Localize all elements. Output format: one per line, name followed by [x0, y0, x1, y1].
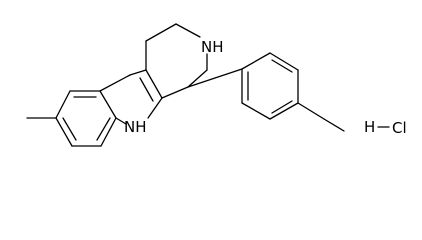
bond — [147, 97, 163, 119]
bond — [145, 23, 177, 42]
double-bond-inner — [96, 117, 111, 141]
methyl-bond-right — [297, 102, 325, 120]
tetrahydropyridine-ring — [145, 23, 208, 99]
bond — [99, 74, 131, 92]
double-bond-inner — [62, 117, 77, 141]
benzene-ring-indole — [55, 74, 131, 147]
bond — [55, 117, 73, 147]
bond — [145, 69, 163, 99]
indole-nh-label: NH — [124, 118, 147, 136]
bond — [269, 102, 299, 120]
bond — [100, 117, 117, 147]
bond — [241, 52, 271, 70]
bond — [161, 86, 189, 99]
chemical-structure-diagram: NH NH H Cl — [26, 23, 407, 147]
double-bond-inner — [271, 100, 293, 114]
ring-amine-label: NH — [201, 38, 224, 56]
bond — [269, 52, 299, 71]
bond — [115, 117, 127, 125]
aryl-attachment-bond — [187, 68, 243, 88]
tolyl-ring — [241, 52, 299, 120]
bond — [55, 90, 71, 119]
bond — [175, 23, 201, 38]
methyl-bond-right-tail — [323, 118, 345, 132]
pyrrole-ring — [115, 69, 163, 125]
bond — [129, 69, 147, 76]
bond — [241, 102, 271, 120]
bond — [99, 90, 117, 119]
bond — [187, 69, 208, 88]
chlorine-label: Cl — [392, 119, 407, 137]
hydrogen-label: H — [364, 118, 375, 136]
double-bond-inner — [271, 59, 293, 73]
double-bond-inner — [139, 77, 154, 102]
structure-canvas: NH NH H Cl — [26, 23, 407, 147]
